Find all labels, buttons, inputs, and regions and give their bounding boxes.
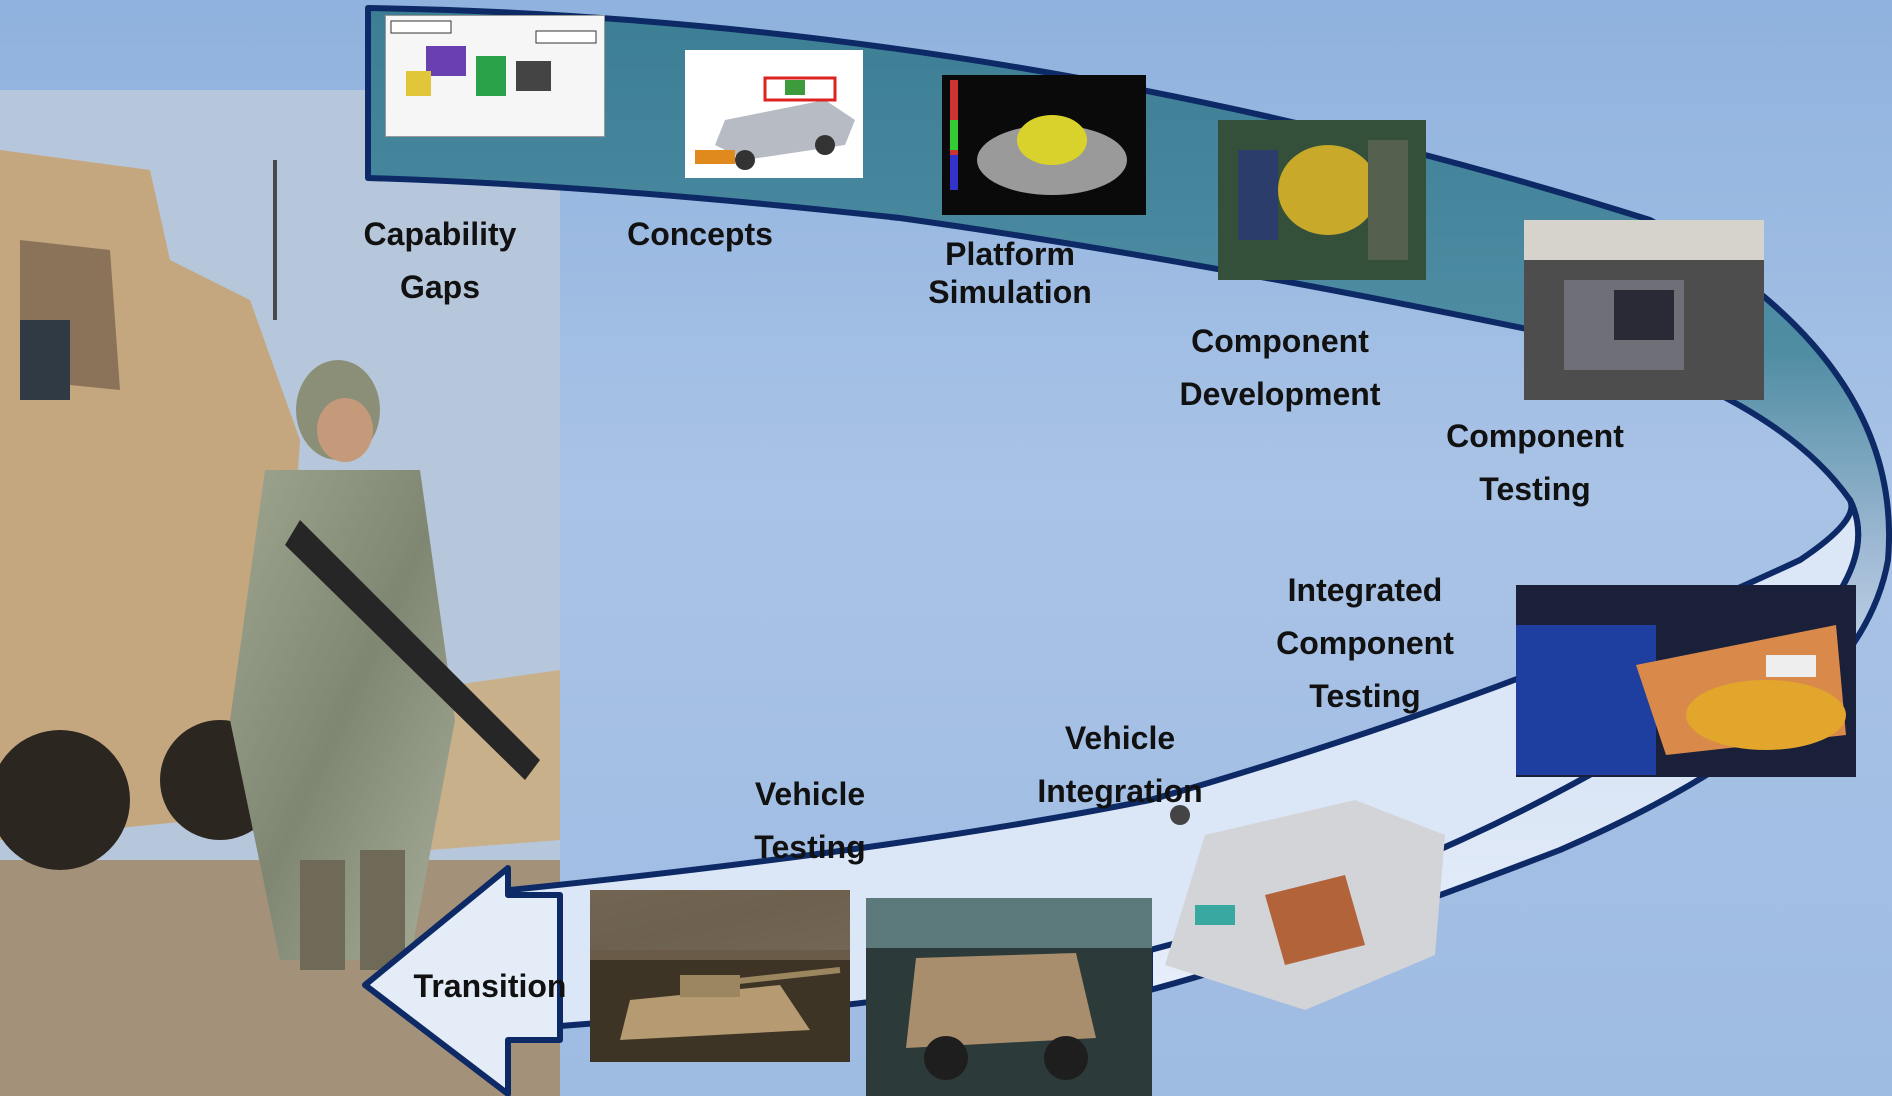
tank-in-test-facility-image — [590, 890, 850, 1062]
integrated-component-testing-line-1: Integrated — [1287, 572, 1443, 608]
platform-simulation-line-2: Simulation — [928, 274, 1092, 310]
label-concepts: Concepts — [610, 208, 790, 261]
integrated-component-testing-line-2: Component — [1276, 625, 1454, 661]
thermal-simulation-image — [942, 75, 1146, 215]
concepts-line-1: Concepts — [627, 216, 773, 252]
component-development-line-2: Development — [1179, 376, 1381, 412]
vehicle-cad-model-image — [1155, 795, 1445, 1010]
vehicle-concept-render-image — [685, 50, 863, 178]
vehicle-testing-line-2: Testing — [754, 829, 866, 865]
capability-gaps-line-2: Gaps — [399, 269, 481, 305]
label-platform-simulation: Platform Simulation — [910, 235, 1110, 311]
platform-simulation-line-1: Platform — [945, 236, 1075, 272]
dynamometer-rig-image — [1516, 585, 1856, 777]
engine-component-image — [1218, 120, 1426, 280]
mrap-in-test-bay-image — [866, 898, 1152, 1096]
label-vehicle-integration: Vehicle Integration — [1015, 712, 1225, 818]
vehicle-testing-line-1: Vehicle — [754, 776, 866, 812]
label-transition: Transition — [413, 968, 567, 1004]
label-component-testing: Component Testing — [1420, 410, 1650, 516]
vehicle-integration-line-1: Vehicle — [1064, 720, 1176, 756]
component-testing-line-2: Testing — [1479, 471, 1591, 507]
label-capability-gaps: Capability Gaps — [340, 208, 540, 314]
engine-test-stand-image — [1524, 220, 1764, 400]
label-integrated-component-testing: Integrated Component Testing — [1250, 564, 1480, 723]
capability-gaps-line-1: Capability — [363, 216, 517, 252]
schematic-diagram-image — [385, 15, 605, 137]
label-vehicle-testing: Vehicle Testing — [720, 768, 900, 874]
transition-arrow — [362, 865, 563, 1096]
integrated-component-testing-line-3: Testing — [1309, 678, 1421, 714]
label-component-development: Component Development — [1160, 315, 1400, 421]
component-testing-line-1: Component — [1446, 418, 1624, 454]
vehicle-integration-line-2: Integration — [1037, 773, 1203, 809]
component-development-line-1: Component — [1191, 323, 1369, 359]
